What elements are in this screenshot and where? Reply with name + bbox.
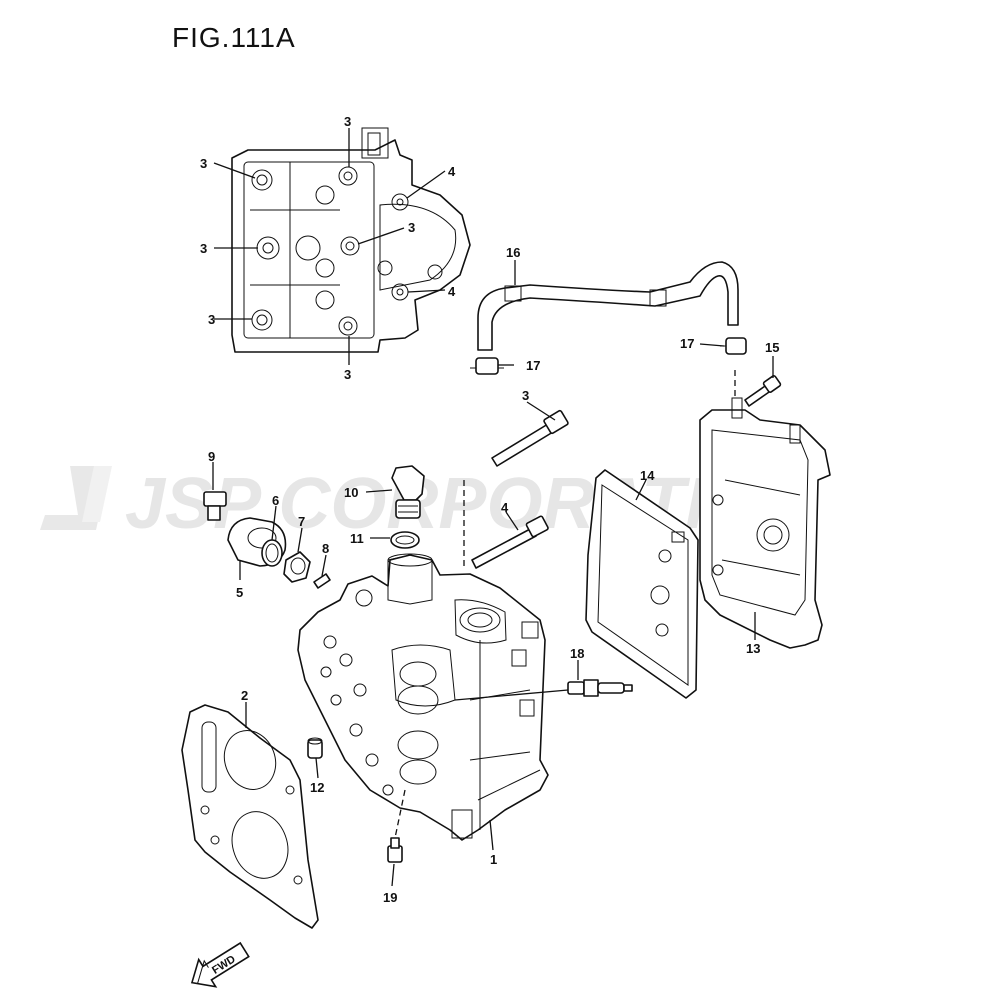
- drain-plug: [387, 837, 403, 863]
- callout-2: 2: [241, 688, 248, 703]
- hose-clamp-upper: [720, 337, 747, 355]
- callout-16: 16: [506, 245, 520, 260]
- callout-3: 3: [344, 114, 351, 129]
- leader-lines: [212, 128, 774, 887]
- callout-17: 17: [526, 358, 540, 373]
- callout-labels: 3 3 3 3 3 3 4 4 16 17 17 15 3 9 10 14 6 …: [200, 114, 779, 905]
- callout-19: 19: [383, 890, 397, 905]
- callout-4: 4: [448, 164, 456, 179]
- callout-3: 3: [200, 241, 207, 256]
- callout-5: 5: [236, 585, 243, 600]
- thermostat: [283, 551, 311, 583]
- callout-3: 3: [208, 312, 215, 327]
- callout-3: 3: [200, 156, 207, 171]
- callout-3: 3: [344, 367, 351, 382]
- callout-18: 18: [570, 646, 584, 661]
- spark-plug: [567, 679, 633, 697]
- callout-10: 10: [344, 485, 358, 500]
- callout-1: 1: [490, 852, 497, 867]
- callout-3: 3: [408, 220, 415, 235]
- callout-12: 12: [310, 780, 324, 795]
- oil-filler-cap: [391, 465, 425, 519]
- head-gasket: [181, 704, 319, 929]
- long-bolt: [491, 409, 569, 467]
- small-bolt: [313, 573, 331, 589]
- cylinder-head-cover: [699, 397, 831, 649]
- callout-17: 17: [680, 336, 694, 351]
- cylinder-head-back-view: [231, 127, 471, 353]
- callout-6: 6: [272, 493, 279, 508]
- callout-14: 14: [640, 468, 655, 483]
- head-cover-gasket: [585, 469, 699, 699]
- medium-bolt: [471, 515, 549, 569]
- callout-8: 8: [322, 541, 329, 556]
- thermostat-bolt: [203, 491, 227, 521]
- cover-bolt: [744, 375, 782, 407]
- callout-4: 4: [448, 284, 456, 299]
- callout-13: 13: [746, 641, 760, 656]
- callout-15: 15: [765, 340, 779, 355]
- forward-arrow: FWD: [190, 941, 250, 988]
- callout-7: 7: [298, 514, 305, 529]
- dowel-pin: [307, 737, 323, 759]
- hose-clamp: [470, 357, 504, 375]
- breather-hose: [477, 261, 739, 351]
- watermark-logo: JSP CORPORATION: [40, 464, 815, 544]
- callout-9: 9: [208, 449, 215, 464]
- cylinder-head: [297, 553, 549, 841]
- thermostat-gasket: [261, 539, 283, 567]
- figure-title: FIG.111A: [172, 22, 296, 53]
- callout-3: 3: [522, 388, 529, 403]
- callout-4: 4: [501, 500, 509, 515]
- o-ring: [390, 531, 420, 549]
- callout-11: 11: [350, 531, 364, 546]
